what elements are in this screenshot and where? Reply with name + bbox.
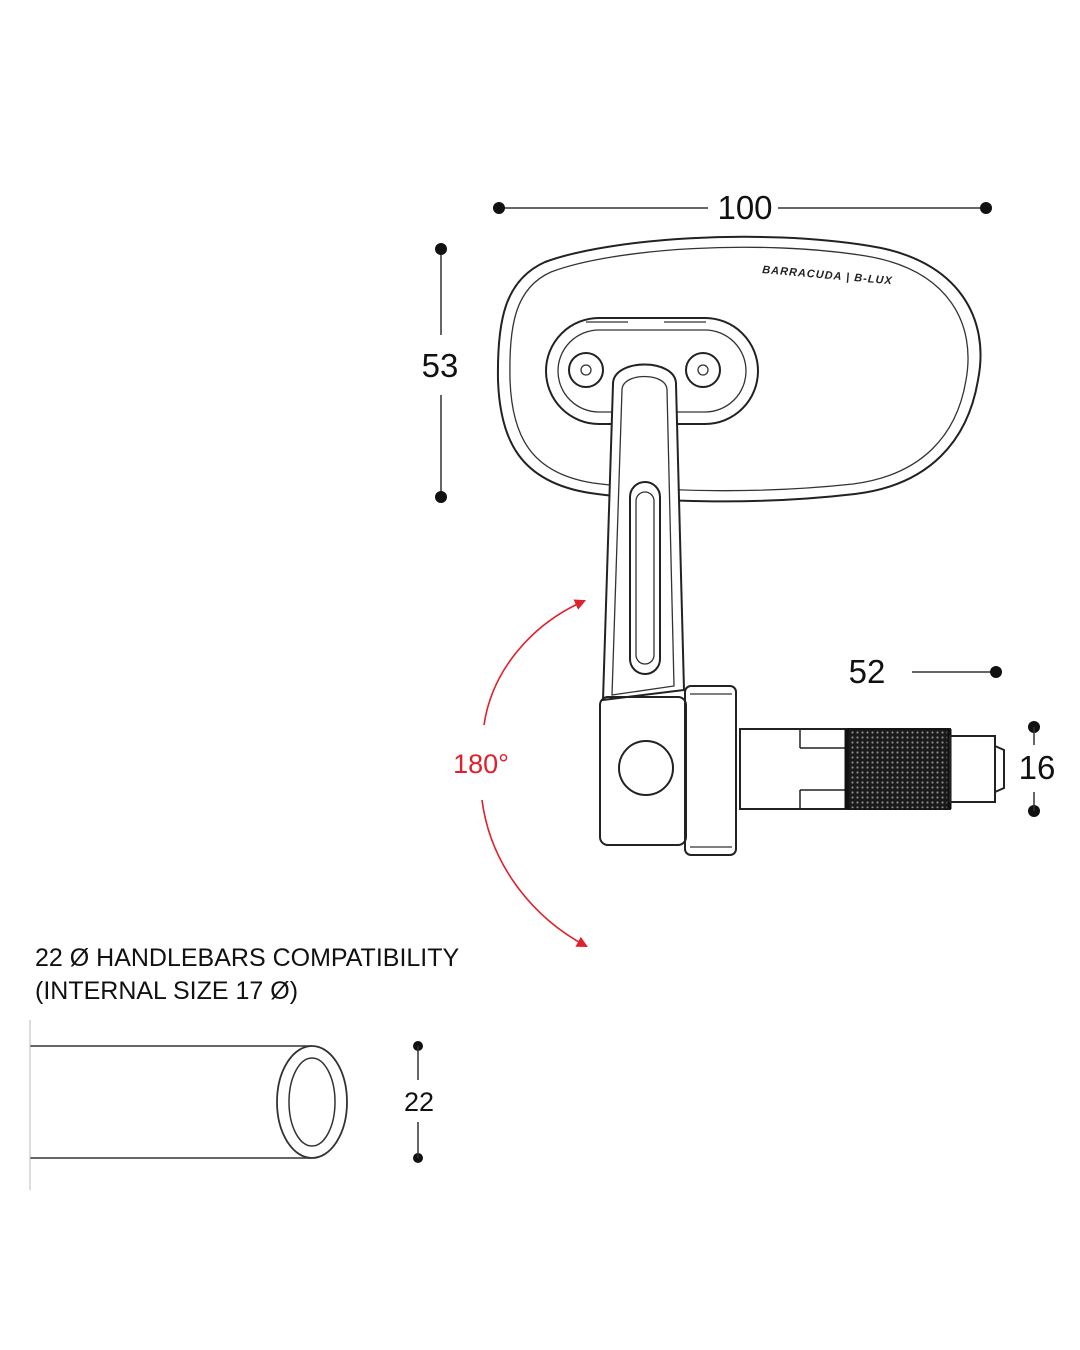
- bar-end-clamp: [599, 685, 737, 856]
- handlebar-diameter-value: 22: [404, 1087, 434, 1117]
- knurled-grip: [847, 728, 949, 810]
- mirror-head: BARRACUDA | B-LUX: [496, 235, 982, 503]
- rotation-angle-label: 180°: [453, 749, 509, 779]
- brand-logo: BARRACUDA | B-LUX: [762, 264, 893, 287]
- width-dimension: 100: [493, 189, 992, 226]
- width-value: 100: [717, 189, 772, 226]
- handlebar-tube: [29, 1020, 348, 1190]
- diameter-dimension: 16: [1019, 721, 1056, 817]
- compatibility-note: 22 Ø HANDLEBARS COMPATIBILITY (INTERNAL …: [35, 944, 460, 1005]
- compatibility-line-1: 22 Ø HANDLEBARS COMPATIBILITY: [35, 944, 460, 972]
- length-value: 52: [849, 653, 886, 690]
- diameter-value: 16: [1019, 749, 1056, 786]
- compatibility-line-2: (INTERNAL SIZE 17 Ø): [35, 977, 298, 1005]
- expander-shaft: [739, 728, 1005, 810]
- height-value: 53: [422, 347, 459, 384]
- length-dimension: 52: [849, 653, 1002, 690]
- pivot-bolt-icon: [618, 740, 674, 796]
- height-dimension: 53: [422, 243, 459, 503]
- rotation-indicator: 180°: [453, 599, 588, 948]
- handlebar-dimension: 22: [404, 1041, 434, 1163]
- mirror-arm: [601, 363, 686, 702]
- screw-right-icon: [685, 352, 721, 388]
- screw-left-icon: [568, 352, 604, 388]
